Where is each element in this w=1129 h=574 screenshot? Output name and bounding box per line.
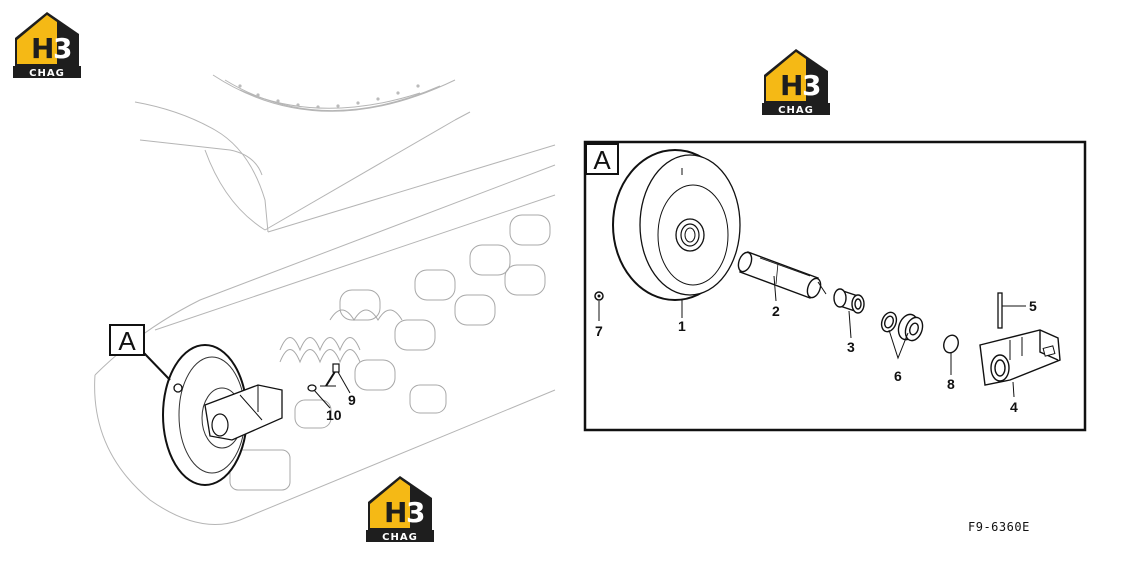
callout-10: 10 [326, 407, 342, 423]
overview-callouts: 9 10 [313, 371, 356, 423]
callout-3: 3 [847, 339, 855, 355]
part-5-pin [997, 292, 1003, 329]
part-7-plug [594, 291, 604, 301]
overview-view-marker: A [109, 324, 171, 381]
watermark-logo-top-left [13, 12, 81, 79]
detail-view-label: A [593, 145, 611, 175]
part-8-o-ring [943, 334, 959, 354]
part-3-bushing [833, 288, 865, 314]
overview-view-label: A [118, 326, 136, 356]
callout-9: 9 [348, 392, 356, 408]
detail-callout-leaders [598, 168, 1026, 398]
part-2-shaft [737, 251, 827, 299]
detail-callouts: 1 2 3 4 5 6 7 8 [595, 298, 1037, 415]
figure-code: F9-6360E [968, 520, 1030, 534]
overview-drawing [94, 74, 556, 525]
overview-idler-wheel [162, 344, 340, 486]
callout-7: 7 [595, 323, 603, 339]
callout-8: 8 [947, 376, 955, 392]
part-4-bracket [979, 329, 1061, 386]
watermark-logo-top-center [762, 49, 830, 116]
part-6-seals [880, 311, 924, 342]
callout-4: 4 [1010, 399, 1018, 415]
callout-6: 6 [894, 368, 902, 384]
callout-2: 2 [772, 303, 780, 319]
part-1-idler-wheel [612, 149, 741, 301]
callout-1: 1 [678, 318, 686, 334]
watermark-logo-bottom [366, 476, 434, 543]
callout-5: 5 [1029, 298, 1037, 314]
